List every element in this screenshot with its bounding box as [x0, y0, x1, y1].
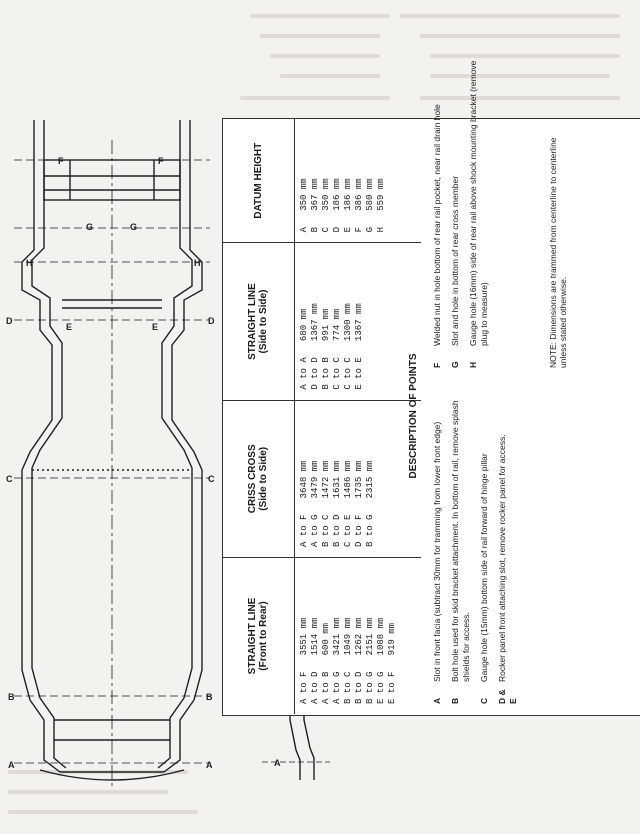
dimension-note: NOTE: Dimensions are trammed from center… — [548, 137, 568, 368]
point-description: D & E Rocker panel front attaching slot, … — [497, 382, 519, 704]
point-text: Slot in front facia (subtract 30mm for t… — [432, 421, 442, 682]
dimension-table-box — [222, 118, 640, 716]
point-description: G Slot and hole in bottom of rear cross m… — [450, 46, 461, 368]
plan-label-a-left: A — [8, 760, 15, 770]
point-description: A Slot in front facia (subtract 30mm for … — [432, 382, 443, 704]
datum_height-row: F 386 mm — [354, 178, 364, 233]
header-straight-line-front-rear: STRAIGHT LINE (Front to Rear) — [222, 557, 295, 714]
datum_height-row: E 186 mm — [343, 178, 353, 233]
straight_line_side_to_side-row: A to A 680 mm — [299, 308, 309, 390]
straight_line_side_to_side-row: B to B 991 mm — [321, 308, 331, 390]
plan-label-d-left: D — [6, 316, 13, 326]
criss_cross-row: A to F 3648 mm — [299, 460, 309, 547]
point-key: H — [468, 361, 478, 368]
straight_line_front_to_rear-row: B to D 1262 mm — [354, 617, 364, 704]
point-description: F Welded nut in hole bottom of rear rail … — [432, 46, 443, 368]
straight_line_front_to_rear-row: A to F 3551 mm — [299, 617, 309, 704]
plan-label-g-right: G — [130, 222, 137, 232]
straight_line_side_to_side-row: E to E 1367 mm — [354, 303, 364, 390]
description-title: DESCRIPTION OF POINTS — [408, 353, 419, 479]
point-description: B Bolt hole used for skid bracket attachm… — [450, 382, 472, 704]
datum_height-row: A 350 mm — [299, 178, 309, 233]
plan-label-b-left: B — [8, 692, 15, 702]
plan-label-b-right: B — [206, 692, 213, 702]
criss_cross-row: B to C 1472 mm — [321, 460, 331, 547]
header-criss-cross: CRISS CROSS (Side to Side) — [222, 400, 295, 558]
straight_line_side_to_side-row: D to D 1367 mm — [310, 303, 320, 390]
description-list-right: F Welded nut in hole bottom of rear rail … — [432, 46, 497, 368]
description-of-points: DESCRIPTION OF POINTS A Slot in front fac… — [408, 61, 640, 714]
plan-label-e-right: E — [152, 322, 158, 332]
point-key: B — [450, 697, 460, 704]
plan-view-labels: A A B B C C D D E E F F G G H H — [6, 156, 215, 770]
plan-view-frame — [14, 120, 210, 790]
point-text: Gauge hole (16mm) side of rear rail abov… — [468, 60, 489, 346]
straight_line_front_to_rear-row: A to D 1514 mm — [310, 617, 320, 704]
header-datum-height: DATUM HEIGHT — [222, 118, 295, 243]
straight_line_front_to_rear-row: A to G 3421 mm — [332, 617, 342, 704]
straight_line_front_to_rear-row: E to G 1088 mm — [376, 617, 386, 704]
criss_cross-row: B to D 1631 mm — [332, 460, 342, 547]
dimension-table: STRAIGHT LINE (Front to Rear) CRISS CROS… — [222, 118, 421, 714]
point-description: H Gauge hole (16mm) side of rear rail abo… — [468, 46, 490, 368]
point-text: Gauge hole (15mm) bottom side of rail fo… — [479, 453, 489, 682]
datum_height-row: D 186 mm — [332, 178, 342, 233]
straight_line_side_to_side-row: C to C 1300 mm — [343, 303, 353, 390]
side-label-a: A — [274, 758, 281, 768]
point-key: D & E — [497, 689, 518, 704]
point-text: Rocker panel front attaching slot, remov… — [497, 434, 507, 682]
plan-label-h-left: H — [26, 258, 33, 268]
plan-label-g-left: G — [86, 222, 93, 232]
datum_height-row: H 559 mm — [376, 178, 386, 233]
criss_cross-row: D to F 1735 mm — [354, 460, 364, 547]
plan-label-f-right: F — [158, 156, 164, 166]
header-straight-line-side-side: STRAIGHT LINE (Side to Side) — [222, 242, 295, 401]
point-key: A — [432, 697, 442, 704]
description-list-left: A Slot in front facia (subtract 30mm for … — [432, 382, 526, 704]
straight_line_front_to_rear-row: A to B 600 mm — [321, 622, 331, 704]
plan-label-h-right: H — [194, 258, 201, 268]
point-description: C Gauge hole (15mm) bottom side of rail f… — [479, 382, 490, 704]
plan-label-c-right: C — [208, 474, 215, 484]
criss_cross-row: A to G 3479 mm — [310, 460, 320, 547]
point-key: G — [450, 361, 460, 368]
point-key: F — [432, 362, 442, 368]
criss_cross-row: B to G 2315 mm — [365, 460, 375, 547]
plan-label-c-left: C — [6, 474, 13, 484]
straight_line_side_to_side-row: C to C 774 mm — [332, 308, 342, 390]
datum_height-row: B 367 mm — [310, 178, 320, 233]
dimension-table-panel: STRAIGHT LINE (Front to Rear) CRISS CROS… — [222, 61, 640, 714]
point-text: Slot and hole in bottom of rear cross me… — [450, 175, 460, 346]
plan-label-e-left: E — [66, 322, 72, 332]
datum_height-row: G 580 mm — [365, 178, 375, 233]
plan-label-a-right: A — [206, 760, 213, 770]
point-text: Bolt hole used for skid bracket attachme… — [450, 400, 471, 682]
point-text: Welded nut in hole bottom of rear rail p… — [432, 104, 442, 346]
straight_line_front_to_rear-row: B to G 2151 mm — [365, 617, 375, 704]
criss_cross-row: C to E 1486 mm — [343, 460, 353, 547]
plan-label-d-right: D — [208, 316, 215, 326]
point-key: C — [479, 697, 489, 704]
straight_line_front_to_rear-row: E to F 919 mm — [387, 622, 397, 704]
straight_line_front_to_rear-row: B to C 1049 mm — [343, 617, 353, 704]
plan-label-f-left: F — [58, 156, 64, 166]
datum_height-row: C 350 mm — [321, 178, 331, 233]
